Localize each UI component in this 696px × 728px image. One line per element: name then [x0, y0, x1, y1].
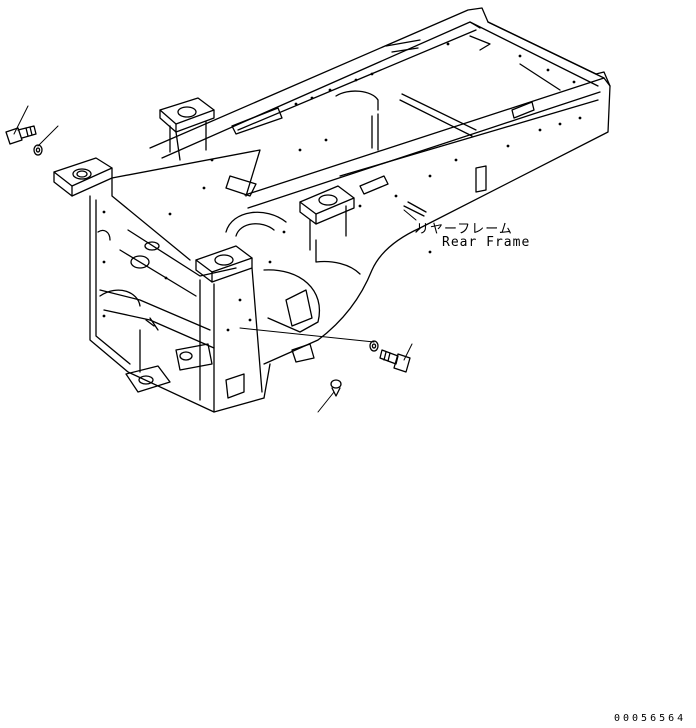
leader-lines [14, 106, 416, 412]
front-box-section [90, 150, 264, 412]
fastener-plug [331, 380, 341, 396]
center-section [226, 36, 534, 398]
fastener-bolt-right [380, 350, 410, 372]
mounting-pads [54, 98, 354, 282]
fastener-bolt-left [6, 126, 36, 144]
drawing-number: 00056564 [614, 713, 687, 724]
frame-rails [150, 8, 610, 228]
part-label-english: Rear Frame [442, 235, 531, 250]
bolt-holes [102, 42, 582, 332]
part-label-japanese: リヤーフレーム [416, 222, 513, 237]
fastener-washer-left [34, 145, 42, 155]
fastener-washer-right [370, 341, 378, 351]
